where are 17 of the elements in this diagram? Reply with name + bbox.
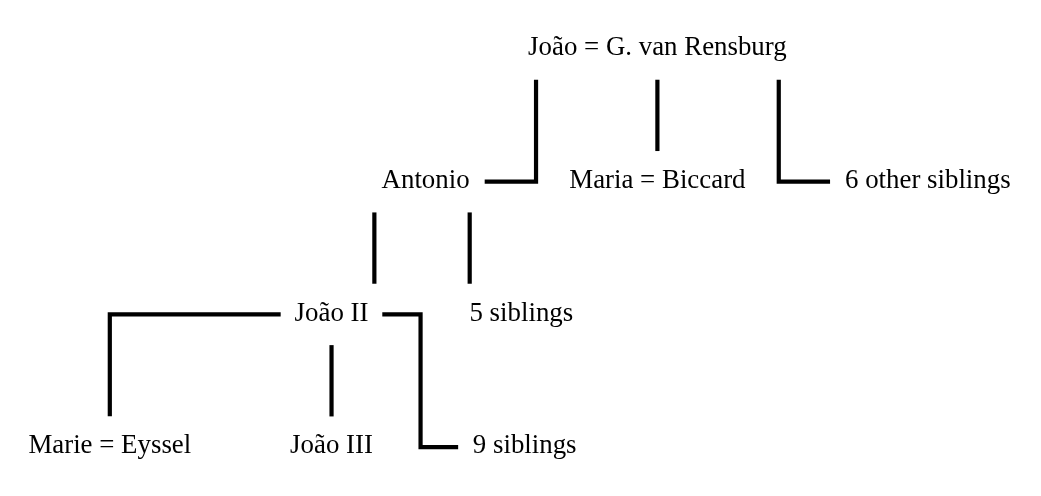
node-text: João = G. van Rensburg: [528, 31, 787, 62]
node-text: 5 siblings: [469, 296, 574, 327]
connector: [372, 212, 377, 284]
node-text: 6 other siblings: [845, 164, 1011, 195]
node-text: Maria = Biccard: [569, 164, 746, 195]
node-text: Marie = Eyssel: [28, 429, 192, 460]
connector: [776, 79, 831, 184]
connector: [467, 212, 472, 284]
connector: [382, 312, 459, 450]
connector: [329, 345, 334, 417]
node-text: Antonio: [381, 164, 470, 195]
node-text: João II: [294, 296, 369, 327]
node-text: 9 siblings: [472, 429, 577, 460]
connector: [655, 79, 660, 152]
connector: [484, 79, 539, 184]
connector: [107, 312, 281, 417]
node-text: João III: [290, 429, 373, 460]
